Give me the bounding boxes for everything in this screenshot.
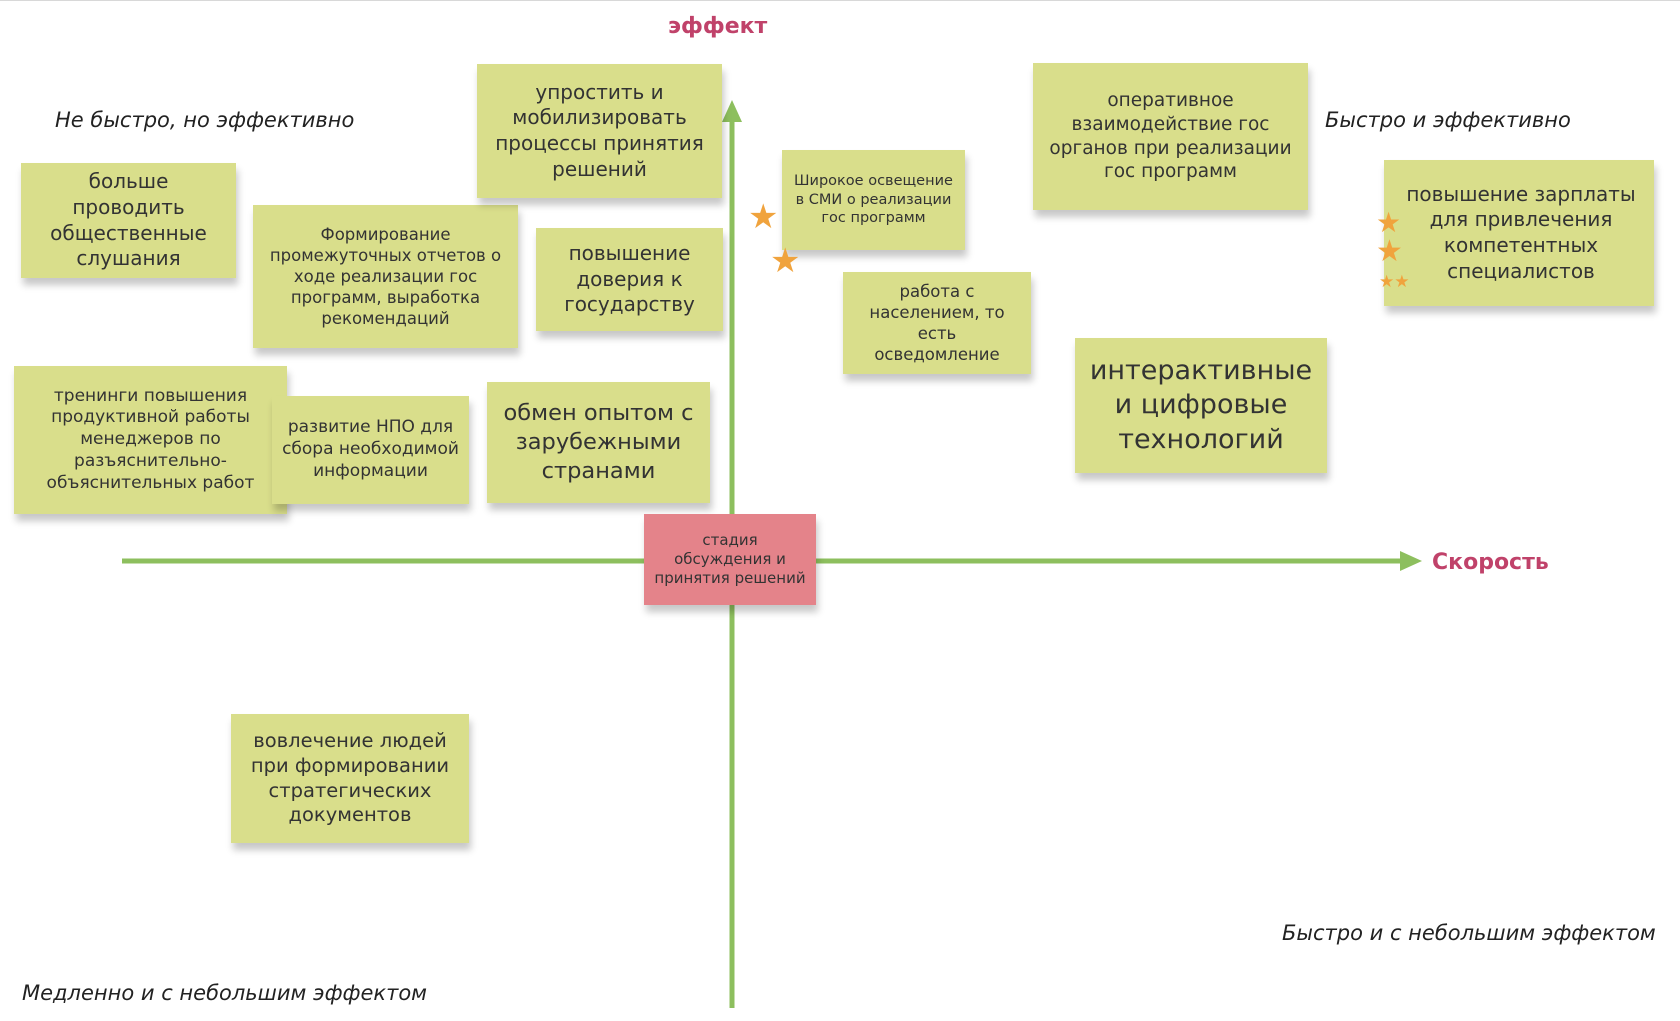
sticky-note-interaction[interactable]: оперативное взаимодействие гос органов п…	[1033, 63, 1308, 210]
star-icon: ★★	[1379, 272, 1410, 292]
sticky-note-text: Формирование промежуточных отчетов о ход…	[269, 224, 502, 329]
sticky-note-text: работа с населением, то есть осведомлени…	[869, 281, 1005, 365]
sticky-note-interim-reports[interactable]: Формирование промежуточных отчетов о ход…	[253, 205, 518, 348]
sticky-note-text: тренинги повышения продуктивной работы м…	[46, 385, 255, 493]
sticky-note-text: повышение доверия к государству	[564, 241, 695, 317]
sticky-note-salary[interactable]: повышение зарплаты для привлечения компе…	[1384, 160, 1654, 306]
sticky-note-trust[interactable]: повышение доверия к государству	[536, 228, 723, 331]
sticky-note-ngo[interactable]: развитие НПО для сбора необходимой инфор…	[272, 396, 469, 504]
sticky-note-text: развитие НПО для сбора необходимой инфор…	[282, 417, 459, 481]
y-axis-label: эффект	[668, 14, 768, 39]
sticky-note-text: повышение зарплаты для привлечения компе…	[1406, 181, 1636, 283]
y-axis-arrow	[722, 100, 742, 122]
sticky-note-text: интерактивные и цифровые технологий	[1089, 354, 1313, 455]
star-icon: ★	[1376, 234, 1403, 269]
sticky-note-media[interactable]: Широкое освещение в СМИ о реализации гос…	[782, 150, 965, 250]
sticky-note-text: больше проводить общественные слушания	[50, 169, 207, 271]
sticky-note-experience[interactable]: обмен опытом с зарубежными странами	[487, 382, 710, 503]
sticky-note-involvement[interactable]: вовлечение людей при формировании страте…	[231, 714, 469, 843]
x-axis-arrow	[1400, 551, 1422, 571]
sticky-note-text: упростить и мобилизировать процессы прин…	[495, 79, 704, 181]
sticky-note-text: оперативное взаимодействие гос органов п…	[1049, 90, 1292, 183]
sticky-note-trainings[interactable]: тренинги повышения продуктивной работы м…	[14, 366, 287, 514]
sticky-note-simplify-processes[interactable]: упростить и мобилизировать процессы прин…	[477, 64, 722, 198]
sticky-note-population[interactable]: работа с населением, то есть осведомлени…	[843, 272, 1031, 374]
sticky-note-text: стадия обсуждения и принятия решений	[654, 530, 806, 588]
quadrant-label-top-left: Не быстро, но эффективно	[55, 108, 355, 132]
quadrant-label-bottom-right: Быстро и с небольшим эффектом	[1282, 921, 1656, 945]
sticky-note-discussion-stage[interactable]: стадия обсуждения и принятия решений	[644, 514, 816, 605]
x-axis-label: Скорость	[1432, 550, 1549, 575]
star-icon: ★	[1376, 206, 1402, 239]
sticky-note-digital[interactable]: интерактивные и цифровые технологий	[1075, 338, 1327, 473]
sticky-note-text: Широкое освещение в СМИ о реализации гос…	[794, 173, 953, 227]
quadrant-label-top-right: Быстро и эффективно	[1325, 108, 1571, 132]
sticky-note-text: вовлечение людей при формировании страте…	[250, 728, 450, 827]
top-border	[0, 0, 1680, 1]
star-icon: ★	[770, 241, 801, 281]
sticky-note-text: обмен опытом с зарубежными странами	[503, 400, 694, 484]
quadrant-label-bottom-left: Медленно и с небольшим эффектом	[22, 981, 428, 1005]
star-icon: ★	[748, 197, 779, 237]
sticky-note-public-hearings[interactable]: больше проводить общественные слушания	[21, 163, 236, 278]
